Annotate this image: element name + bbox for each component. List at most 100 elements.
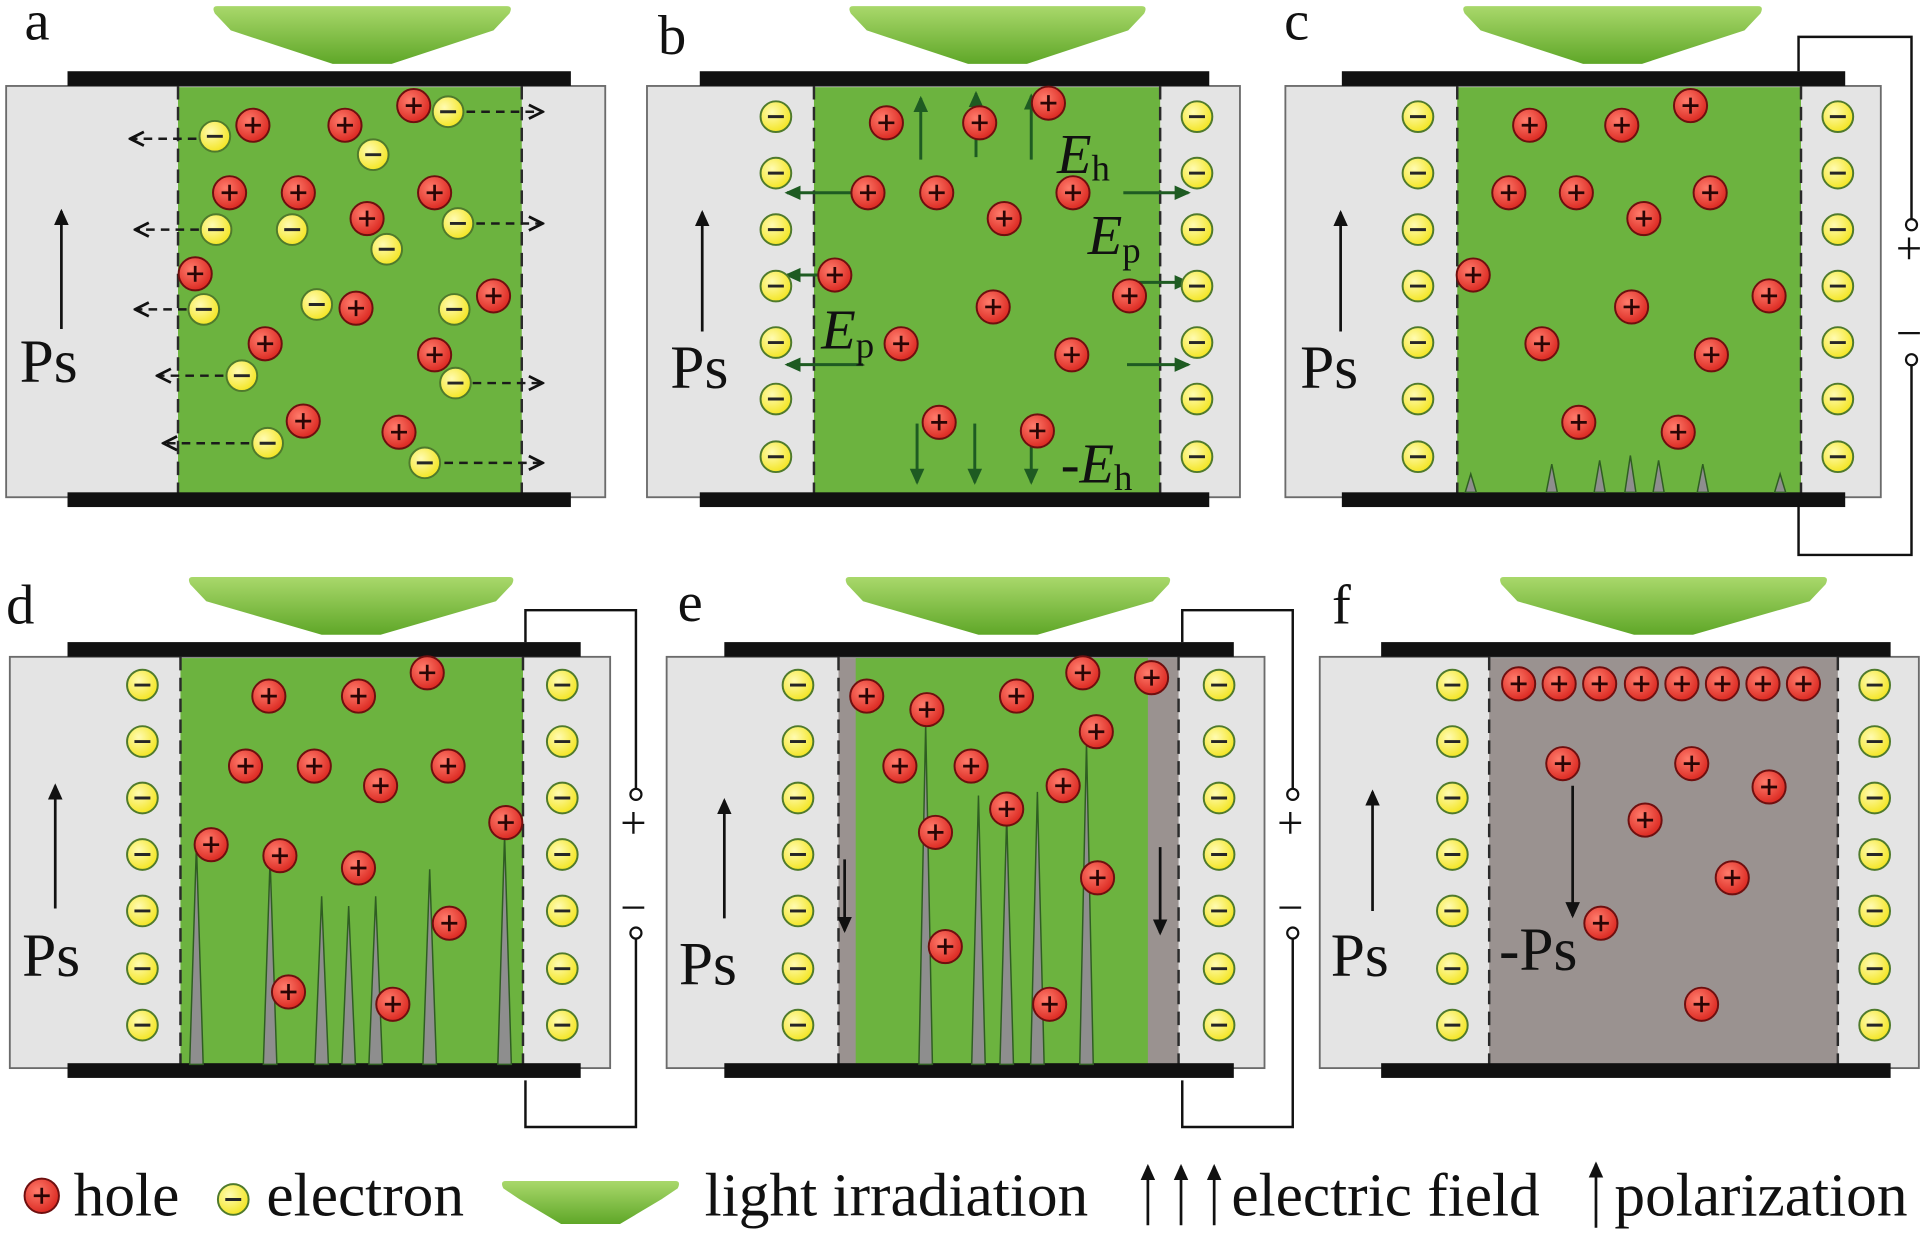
- electron-icon: [1858, 838, 1891, 871]
- hole-icon: [986, 200, 1022, 237]
- hole-icon: [262, 838, 298, 874]
- electron-icon: [1436, 668, 1469, 702]
- light-arrow-icon: [1463, 6, 1762, 64]
- plus-sign: [384, 996, 401, 1013]
- hole-icon: [349, 200, 385, 237]
- dendrite-spike: [999, 816, 1015, 1066]
- plus-sign: [1702, 184, 1719, 201]
- plus-sign: [1635, 210, 1652, 227]
- hole-icon: [338, 290, 374, 326]
- polarization-field-label-right: Ep: [1087, 205, 1141, 271]
- light-arrow-icon: [1500, 577, 1827, 635]
- circuit-wire: [1797, 35, 1913, 219]
- legend: hole electron light irradiation electric…: [23, 1161, 1908, 1229]
- hole-icon: [285, 403, 321, 439]
- plus-sign: [963, 758, 980, 775]
- electron-icon: [781, 781, 815, 815]
- electron-icon: [545, 894, 579, 928]
- hole-icon: [417, 337, 453, 373]
- hole-icon: [1704, 666, 1740, 702]
- hole-icon: [235, 107, 271, 143]
- hole-icon: [1627, 802, 1663, 838]
- terminal-icon: [629, 787, 643, 801]
- plus-sign: [271, 847, 288, 864]
- legend-electron-label: electron: [266, 1161, 464, 1229]
- hole-icon: [1054, 337, 1090, 373]
- plus-sign: [1088, 723, 1105, 740]
- hole-icon: [1030, 85, 1066, 121]
- electron-icon: [126, 668, 159, 702]
- panel-b: b Ps Eh Ep Ep -Eh: [646, 5, 1241, 508]
- electron-icon: [1821, 326, 1855, 359]
- hole-icon: [1561, 404, 1597, 440]
- hole-icon: [1623, 666, 1659, 702]
- electron-icon: [759, 326, 793, 359]
- electron-icon: [1821, 382, 1855, 416]
- dendrite-spike: [1696, 463, 1710, 494]
- hole-icon: [1134, 660, 1170, 696]
- hole-icon: [1032, 986, 1068, 1022]
- electron-icon: [356, 138, 390, 172]
- electron-icon: [1401, 269, 1435, 303]
- hole-icon: [1582, 666, 1618, 702]
- electron-icon: [1821, 269, 1855, 303]
- plus-sign: [391, 424, 407, 441]
- dendrite-spike: [1078, 742, 1095, 1066]
- plus-sign: [1568, 184, 1585, 201]
- electron-icon: [187, 293, 221, 326]
- plus-sign: [1029, 422, 1046, 439]
- hole-icon: [921, 404, 957, 440]
- panel-e: e Ps + −: [665, 572, 1303, 1129]
- field-symbol: E: [1056, 124, 1092, 186]
- hole-icon: [488, 805, 524, 841]
- hole-icon: [1785, 666, 1822, 702]
- reversed-polarization-label: -Ps: [1499, 916, 1577, 984]
- electron-icon: [370, 232, 404, 266]
- electron-icon: [1436, 1008, 1469, 1042]
- hole-icon: [23, 1177, 60, 1214]
- hole-icon: [817, 257, 853, 293]
- electron-icon: [437, 293, 471, 326]
- panel-a-drawing: [5, 6, 607, 508]
- plus-sign: [336, 117, 353, 134]
- plus-sign: [1143, 669, 1160, 686]
- plus-sign: [359, 210, 376, 227]
- electron-icon: [198, 119, 232, 153]
- plus-sign: [937, 938, 954, 955]
- electron-icon: [759, 382, 793, 416]
- hole-icon: [1558, 175, 1594, 211]
- electron-icon: [1202, 781, 1236, 815]
- polarization-label: Ps: [679, 931, 737, 999]
- plus-sign: [1055, 777, 1072, 794]
- plus-sign: [1613, 117, 1630, 134]
- terminal-icon: [1904, 353, 1919, 367]
- dendrite-spike: [918, 724, 934, 1066]
- field-symbol: E: [820, 300, 856, 362]
- electron-icon: [439, 366, 472, 400]
- hole-icon: [327, 107, 363, 143]
- field-symbol: E: [1079, 433, 1115, 495]
- plus-sign: [260, 688, 277, 705]
- plus-sign: [918, 701, 935, 718]
- dendrite-spike: [497, 834, 513, 1066]
- electron-icon: [1180, 100, 1214, 133]
- dendrite-spike: [314, 896, 330, 1066]
- top-electrode: [699, 71, 1210, 86]
- plus-sign: [893, 335, 910, 352]
- plus-sign: [419, 664, 436, 681]
- electron-icon: [759, 440, 793, 474]
- plus-sign: [426, 184, 443, 201]
- electron-icon: [126, 1008, 159, 1042]
- hole-icon: [883, 326, 919, 362]
- hole-icon: [193, 827, 229, 863]
- electron-icon: [781, 838, 815, 871]
- hole-field-label-top: Eh: [1056, 124, 1110, 188]
- plus-sign: [891, 758, 908, 775]
- dendrite-spike: [188, 844, 204, 1066]
- hole-icon: [1055, 175, 1091, 211]
- bottom-electrode: [699, 492, 1210, 508]
- hole-icon: [927, 929, 963, 965]
- hole-icon: [1745, 666, 1781, 702]
- hole-icon: [1524, 326, 1560, 362]
- electron-icon: [545, 668, 579, 702]
